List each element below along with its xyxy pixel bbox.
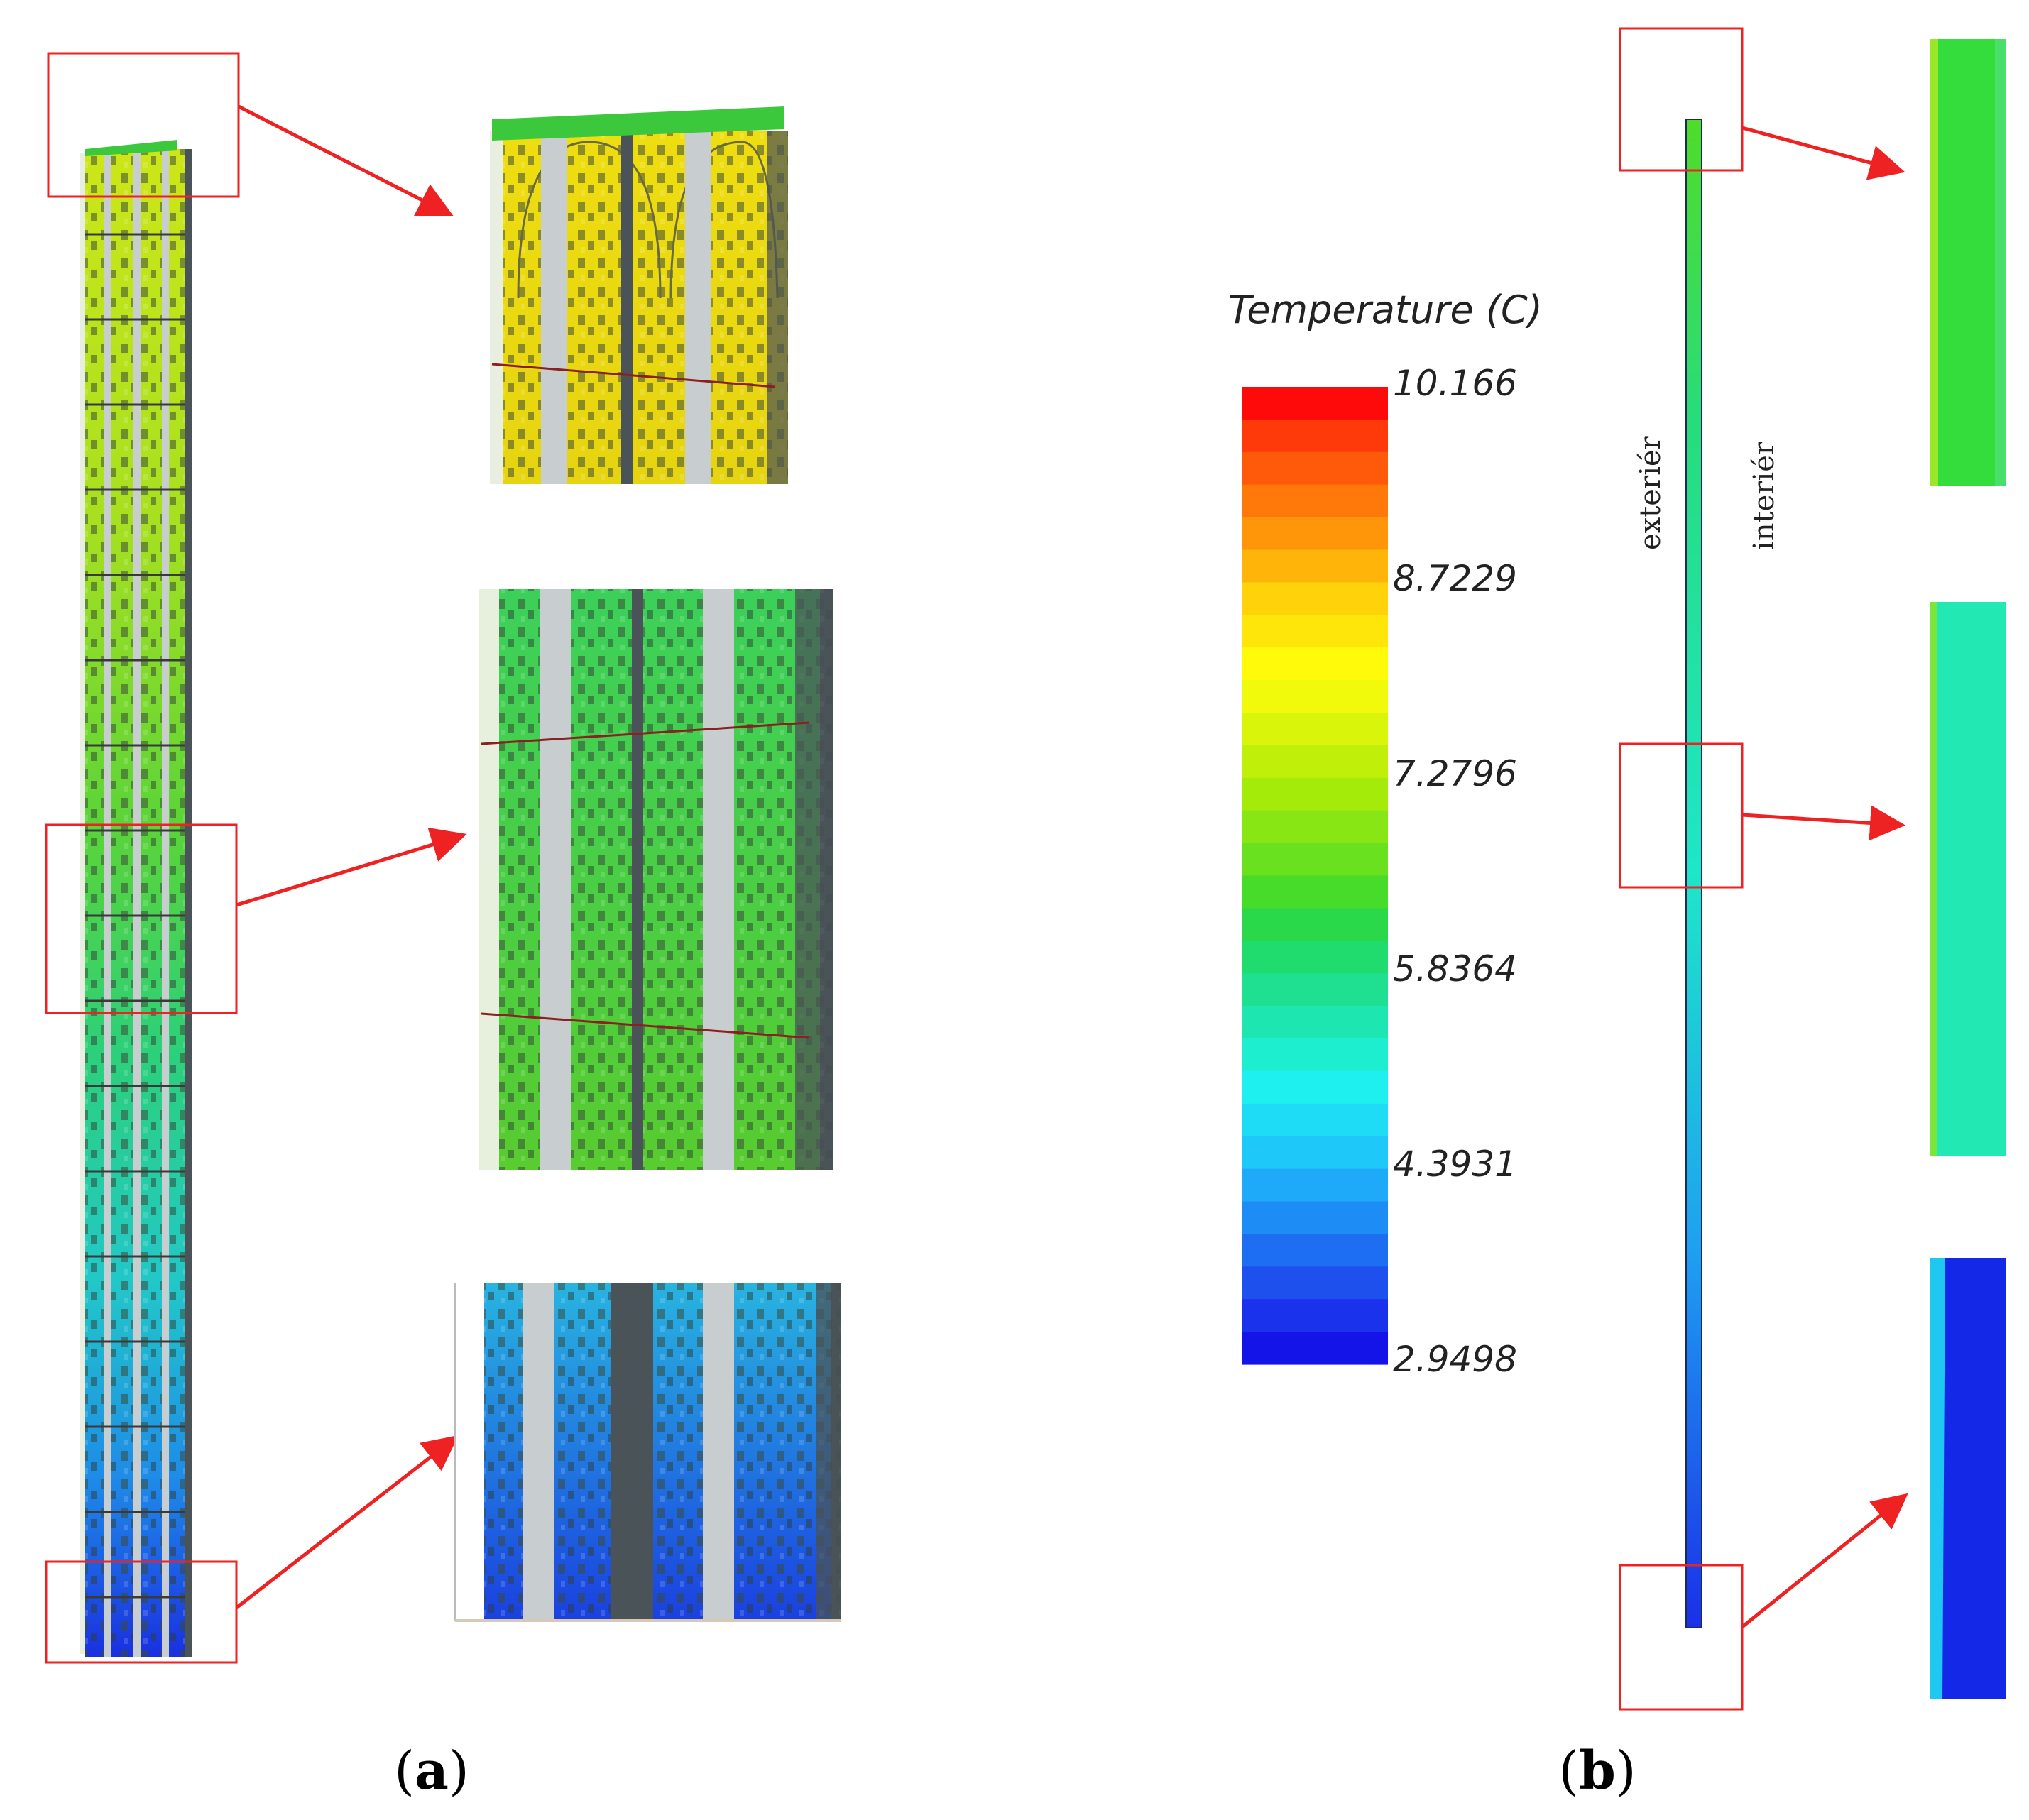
colorbar-band: [1242, 1136, 1388, 1170]
colorbar-band: [1242, 1103, 1388, 1137]
panel-label-a: (a): [394, 1740, 469, 1802]
colorbar-band: [1242, 908, 1388, 941]
colorbar-band: [1242, 451, 1388, 486]
colorbar-band: [1242, 387, 1388, 420]
legend-tick-label: 2.9498: [1393, 1339, 1517, 1380]
colorbar-band: [1242, 1234, 1388, 1267]
colorbar-band: [1242, 1038, 1388, 1072]
callout-box-middle-b: [1619, 742, 1744, 889]
section-detail-top-b: [1930, 39, 2006, 486]
colorbar-band: [1242, 517, 1388, 551]
callout-box-top-b: [1619, 27, 1744, 172]
colorbar-band: [1242, 973, 1388, 1007]
colorbar-band: [1242, 1299, 1388, 1332]
colorbar-band: [1242, 1332, 1388, 1365]
colorbar-band: [1242, 941, 1388, 974]
callout-arrow-top-b: [1741, 126, 1905, 180]
colorbar-band: [1242, 713, 1388, 746]
facade-overview: [80, 140, 192, 1657]
legend-tick-label: 7.2796: [1393, 753, 1517, 794]
zoom-detail-top-a: [490, 106, 788, 484]
colorbar-band: [1242, 1168, 1388, 1202]
legend-tick-label: 4.3931: [1393, 1144, 1517, 1185]
zoom-detail-bottom-a: [454, 1283, 841, 1622]
colorbar-band: [1242, 615, 1388, 648]
interior-label: interiér: [1748, 441, 1781, 550]
colorbar-band: [1242, 1070, 1388, 1104]
callout-arrow-middle-a: [236, 827, 467, 907]
callout-arrow-middle-b: [1741, 805, 1905, 841]
section-strip: [1685, 119, 1702, 1628]
colorbar-band: [1242, 875, 1388, 909]
colorbar-band: [1242, 680, 1388, 713]
callout-box-bottom-a: [45, 1560, 238, 1664]
legend-tick-label: 8.7229: [1393, 558, 1517, 599]
colorbar-band: [1242, 582, 1388, 615]
colorbar-band: [1242, 843, 1388, 877]
colorbar-band: [1242, 1006, 1388, 1039]
colorbar-band: [1242, 777, 1388, 811]
colorbar-band: [1242, 484, 1388, 518]
colorbar-band: [1242, 647, 1388, 681]
callout-arrow-top-a: [237, 104, 454, 216]
colorbar-band: [1242, 745, 1388, 779]
section-detail-bottom-b: [1930, 1258, 2006, 1699]
callout-box-bottom-b: [1619, 1564, 1744, 1711]
legend-tick-label: 5.8364: [1393, 948, 1517, 990]
facade-transoms: [85, 233, 185, 1599]
panel-label-b: (b): [1558, 1740, 1636, 1802]
legend-colorbar: [1242, 387, 1388, 1365]
callout-box-middle-a: [45, 823, 238, 1014]
callout-arrow-bottom-a: [235, 1435, 459, 1609]
colorbar-band: [1242, 1266, 1388, 1300]
colorbar-band: [1242, 419, 1388, 453]
exterior-label: exteriér: [1634, 436, 1667, 550]
legend-tick-label: 10.166: [1393, 363, 1517, 404]
callout-arrow-bottom-b: [1741, 1493, 1908, 1628]
callout-box-top-a: [47, 52, 240, 198]
section-detail-middle-b: [1930, 602, 2006, 1156]
colorbar-band: [1242, 549, 1388, 583]
colorbar-band: [1242, 810, 1388, 844]
colorbar-band: [1242, 1201, 1388, 1234]
legend-title: Temperature (C): [1228, 287, 1543, 332]
zoom-detail-middle-a: [479, 589, 833, 1170]
